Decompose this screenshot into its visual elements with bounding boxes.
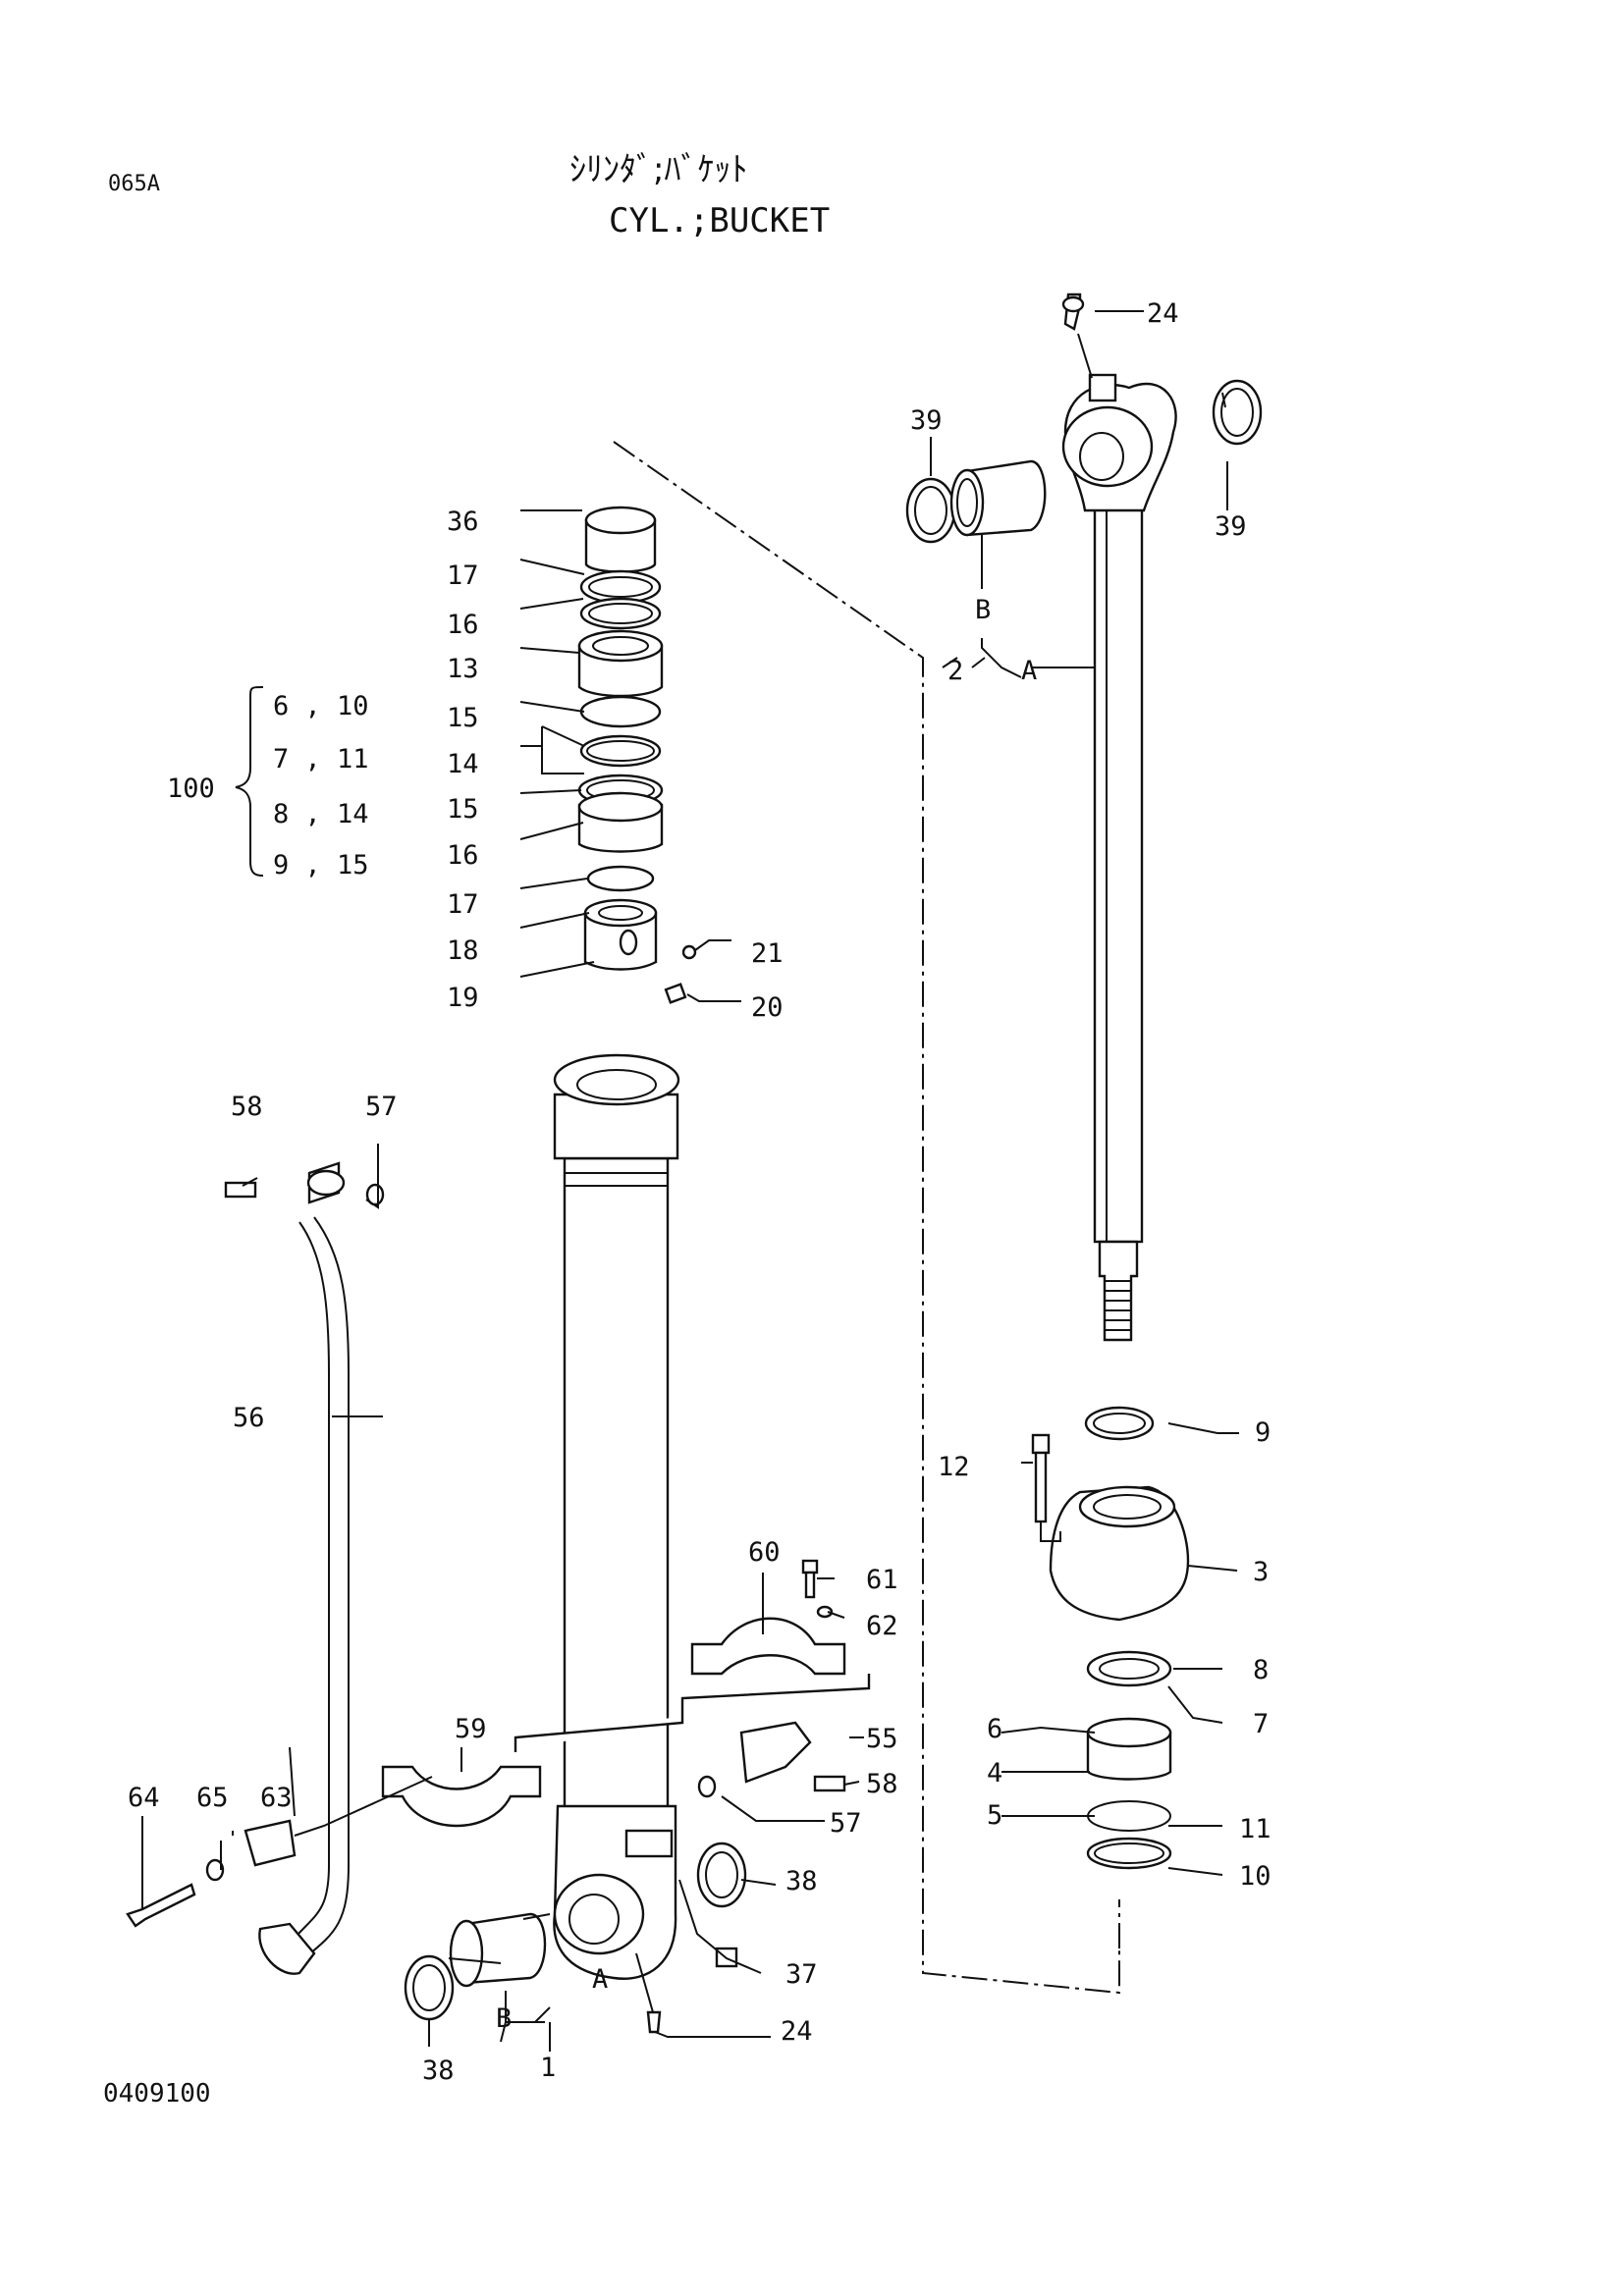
callout-38-right: 38 xyxy=(785,1866,818,1896)
callout-57-upper: 57 xyxy=(365,1092,398,1122)
page-code: 065A xyxy=(108,172,160,196)
title-japanese: ｼﾘﾝﾀﾞ;ﾊﾞｹｯﾄ xyxy=(569,150,748,189)
callout-16-lower: 16 xyxy=(447,840,479,871)
callout-14: 14 xyxy=(447,749,479,779)
callout-39-left: 39 xyxy=(910,405,943,436)
callout-19: 19 xyxy=(447,983,479,1013)
callout-4: 4 xyxy=(987,1758,1002,1789)
callout-6: 6 xyxy=(987,1714,1002,1744)
clamp-60 xyxy=(690,1617,846,1676)
callout-38-left: 38 xyxy=(422,2056,455,2086)
callout-16-upper: 16 xyxy=(447,610,479,640)
callout-55: 55 xyxy=(866,1724,898,1754)
clamp-59 xyxy=(381,1765,542,1828)
piston-rod xyxy=(1061,373,1177,1342)
callout-9: 9 xyxy=(1255,1417,1271,1448)
bolt-61 xyxy=(801,1559,819,1575)
document-number: 0409100 xyxy=(103,2079,211,2109)
tube-bushing xyxy=(449,1912,547,1988)
kit-row-2: 7 , 11 xyxy=(273,744,369,774)
washer-65 xyxy=(205,1858,225,1882)
callout-12: 12 xyxy=(938,1452,970,1482)
cylinder-head-stack xyxy=(577,506,697,1004)
title-english: CYL.;BUCKET xyxy=(609,201,831,240)
callout-58-lower: 58 xyxy=(866,1769,898,1799)
callout-56: 56 xyxy=(233,1403,265,1433)
grease-nipple-top xyxy=(1061,293,1144,379)
callout-18: 18 xyxy=(447,935,479,966)
pipe-line xyxy=(224,1161,846,1975)
callout-62: 62 xyxy=(866,1611,898,1641)
callout-3: 3 xyxy=(1253,1557,1269,1587)
assembly-path-line xyxy=(613,441,1120,1995)
callout-b-tube: B xyxy=(496,2003,512,2034)
bracket-63 xyxy=(243,1819,297,1867)
kit-row-3: 8 , 14 xyxy=(273,799,369,829)
callout-60: 60 xyxy=(748,1537,781,1568)
callout-a-rod: A xyxy=(1021,656,1037,686)
kit-number: 100 xyxy=(167,774,215,804)
callout-65: 65 xyxy=(196,1783,229,1813)
callout-24-bottom: 24 xyxy=(781,2016,813,2047)
kit-row-4: 9 , 15 xyxy=(273,850,369,881)
callout-10: 10 xyxy=(1239,1861,1271,1892)
callout-11: 11 xyxy=(1239,1814,1271,1844)
kit-brace xyxy=(235,686,264,877)
callout-8: 8 xyxy=(1253,1655,1269,1685)
kit-row-1: 6 , 10 xyxy=(273,691,369,721)
callout-b-rod: B xyxy=(975,595,991,625)
callout-15-lower: 15 xyxy=(447,794,479,825)
callout-1: 1 xyxy=(540,2053,556,2083)
cylinder-tube xyxy=(514,1053,871,1980)
callout-15-upper: 15 xyxy=(447,703,479,733)
callout-39-right: 39 xyxy=(1215,511,1247,542)
callout-59: 59 xyxy=(455,1714,487,1744)
callout-57-lower: 57 xyxy=(830,1808,862,1839)
rod-bushing xyxy=(949,459,1047,537)
callout-63: 63 xyxy=(260,1783,293,1813)
callout-a-tube: A xyxy=(592,1964,608,1995)
piston-assembly xyxy=(1031,1406,1190,1870)
callout-17-lower: 17 xyxy=(447,889,479,920)
callout-13: 13 xyxy=(447,654,479,684)
callout-21: 21 xyxy=(751,938,784,969)
grease-nipple-bottom xyxy=(646,2010,662,2034)
bolt-64 xyxy=(126,1883,196,1928)
callout-20: 20 xyxy=(751,992,784,1023)
callout-64: 64 xyxy=(128,1783,160,1813)
callout-37: 37 xyxy=(785,1959,818,1990)
washer-62 xyxy=(816,1605,834,1619)
callout-5: 5 xyxy=(987,1800,1002,1831)
callout-61: 61 xyxy=(866,1565,898,1595)
callout-7: 7 xyxy=(1253,1709,1269,1739)
callout-58-upper: 58 xyxy=(231,1092,263,1122)
callout-36: 36 xyxy=(447,507,479,537)
callout-2: 2 xyxy=(947,656,963,686)
callout-24-top: 24 xyxy=(1147,298,1179,329)
callout-17-upper: 17 xyxy=(447,561,479,591)
